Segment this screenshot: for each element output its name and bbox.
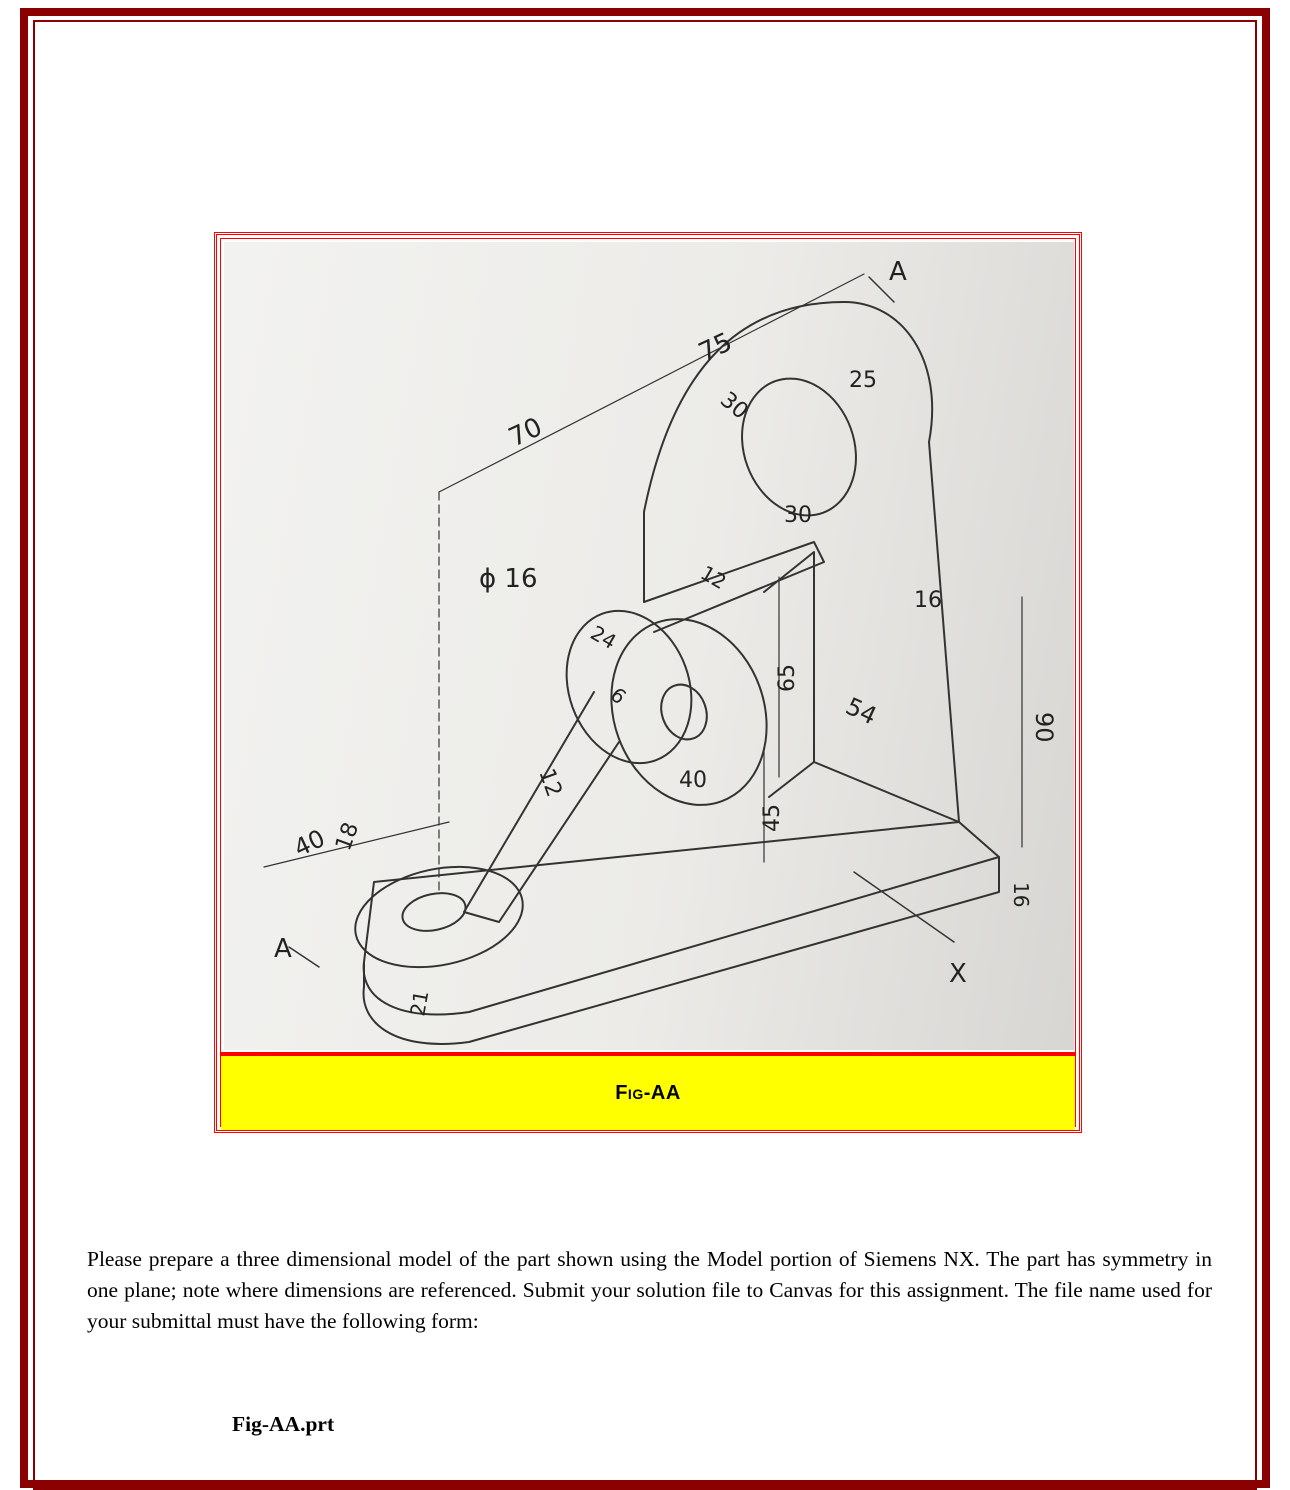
middle-hole: [660, 683, 708, 741]
view-arrow-line: [853, 871, 955, 943]
front-hole: [401, 892, 467, 932]
dim-54: 54: [841, 692, 881, 730]
front-boss: [354, 865, 524, 969]
dim-line-40-left: [263, 821, 450, 868]
figure-frame: A A X 75 70 25 30 30 ϕ 16 12 24 65 16 6 …: [214, 232, 1082, 1133]
section-label-top: A: [889, 257, 907, 287]
dim-dia16: ϕ 16: [479, 564, 538, 594]
vertical-wall: [763, 551, 960, 823]
dim-65: 65: [775, 664, 800, 692]
dim-12-top: 12: [697, 561, 731, 595]
wall-bottom-edge: [768, 761, 815, 798]
view-label-x: X: [949, 959, 967, 989]
dim-6: 6: [606, 682, 631, 709]
dim-24: 24: [587, 621, 621, 655]
middle-boss: [610, 618, 768, 806]
dim-r30: 30: [715, 387, 753, 424]
dim-21: 21: [405, 989, 433, 1018]
filename-text: Fig-AA.prt: [232, 1412, 335, 1436]
dim-r25: 25: [849, 368, 877, 393]
top-arm: [643, 541, 825, 633]
top-hole: [741, 377, 857, 517]
dim-line-75: [643, 273, 865, 388]
dim-40-boss: 40: [679, 768, 707, 793]
section-arrow-bottom: [288, 946, 320, 968]
dim-70: 70: [504, 412, 547, 453]
figure-caption: Fig-AA: [615, 1081, 681, 1104]
drawing-svg: A A X 75 70 25 30 30 ϕ 16 12 24 65 16 6 …: [263, 257, 1058, 1045]
triangular-rib: [643, 301, 960, 823]
dim-w30: 30: [784, 503, 812, 528]
section-label-bottom: A: [274, 934, 292, 964]
dim-16-base: 16: [1009, 882, 1033, 907]
dim-12-web: 12: [533, 766, 566, 801]
dim-r16: 16: [914, 588, 942, 613]
section-arrow-top: [868, 276, 895, 303]
dim-45: 45: [760, 804, 785, 832]
dim-line-70: [438, 386, 645, 493]
lower-arm: [463, 691, 620, 923]
middle-boss-back: [565, 609, 693, 765]
caption-bar: Fig-AA: [221, 1052, 1075, 1130]
dim-75: 75: [694, 327, 737, 368]
dim-90: 90: [1030, 712, 1058, 743]
instructions-text: Please prepare a three dimensional model…: [87, 1247, 1212, 1333]
dim-18: 18: [331, 819, 364, 854]
dim-40-left: 40: [290, 824, 330, 862]
isometric-drawing: A A X 75 70 25 30 30 ϕ 16 12 24 65 16 6 …: [224, 242, 1074, 1050]
base-plate-edge: [362, 856, 1000, 1045]
